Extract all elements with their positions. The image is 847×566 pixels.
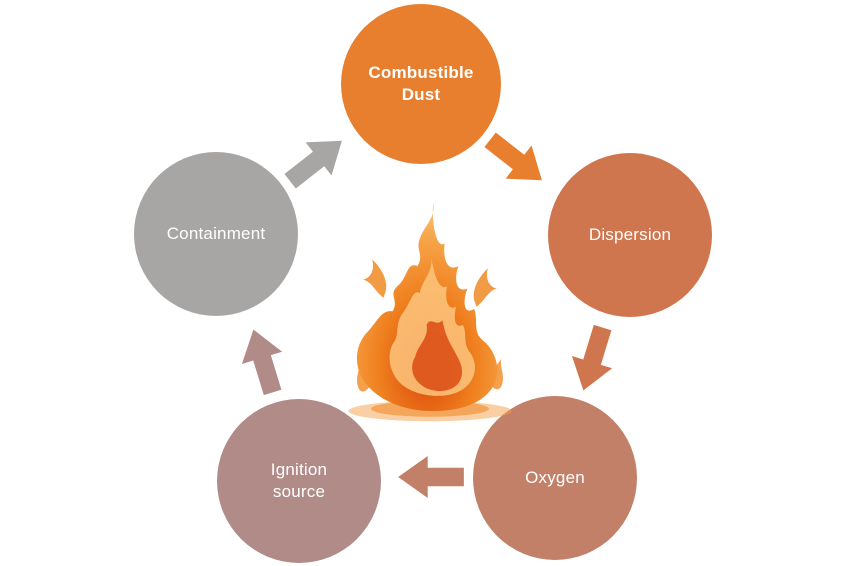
node-ignition-source: Ignition source: [217, 399, 381, 563]
arrow-dispersion-to-oxygen-icon: [561, 321, 624, 398]
node-label: Dust: [401, 85, 441, 104]
arrow-containment-to-combustible-icon: [276, 123, 356, 200]
node-label: Oxygen: [525, 467, 585, 487]
node-oxygen: Oxygen: [473, 396, 637, 560]
arrow-ignition-to-containment-icon: [231, 323, 294, 400]
node-label: Dispersion: [588, 224, 672, 244]
node-dispersion: Dispersion: [548, 153, 712, 317]
node-combustible-dust: Combustible Dust: [341, 4, 501, 164]
flame-image: [345, 198, 515, 422]
node-label: source: [272, 482, 326, 501]
arrow-oxygen-to-ignition-icon: [398, 454, 464, 500]
node-label: Ignition: [270, 459, 328, 479]
arrow-combustible-to-dispersion-icon: [476, 122, 556, 199]
node-label: Containment: [166, 223, 266, 243]
node-label: Combustible: [368, 62, 474, 82]
node-containment: Containment: [134, 152, 298, 316]
